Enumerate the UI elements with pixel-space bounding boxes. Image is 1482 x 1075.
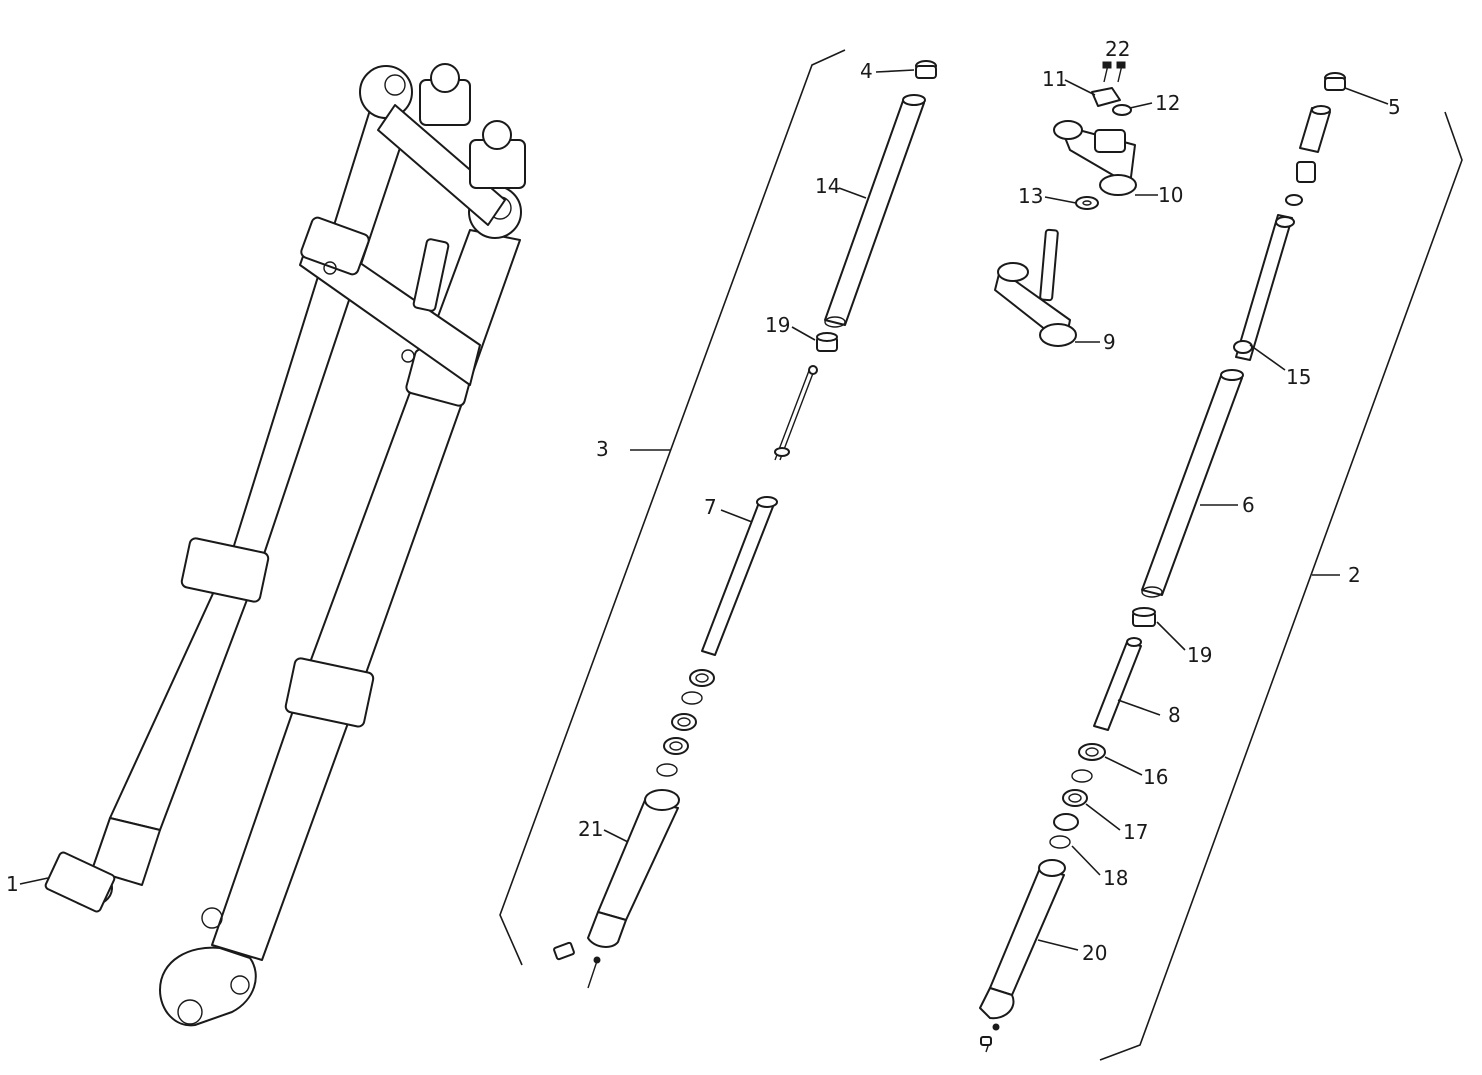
callout-14: 14 [815, 174, 840, 198]
clamp-11 [1091, 87, 1121, 107]
callout-8: 8 [1168, 703, 1181, 727]
lower-clamp-9 [994, 228, 1077, 347]
upper-clamp-10 [1053, 120, 1137, 196]
assembled-fork [44, 63, 526, 1027]
callout-3: 3 [596, 437, 609, 461]
callout-11: 11 [1042, 67, 1067, 91]
spring-15 [1233, 214, 1295, 361]
callout-4: 4 [860, 59, 873, 83]
bushing-19-right [1132, 607, 1156, 627]
ring-18 [1053, 813, 1079, 831]
clip-ring [1071, 769, 1093, 783]
fork-cap-4 [915, 60, 937, 79]
callout-5: 5 [1388, 95, 1401, 119]
callout-10: 10 [1158, 183, 1183, 207]
seal-16 [1078, 743, 1106, 761]
assembled-triple-clamp [299, 63, 526, 386]
callout-12: 12 [1155, 91, 1180, 115]
cartridge-7 [701, 365, 818, 656]
callout-9: 9 [1103, 330, 1116, 354]
callout-labels: 1 2 3 4 5 6 7 8 9 10 11 12 13 14 15 16 1… [6, 37, 1401, 965]
leader-lines [19, 69, 1389, 951]
callout-21: 21 [578, 817, 603, 841]
callout-16: 16 [1143, 765, 1168, 789]
bushing-19-left [816, 332, 838, 352]
callout-19-left: 19 [765, 313, 790, 337]
damper-rod-8 [1093, 637, 1142, 731]
washer-13 [1075, 196, 1099, 210]
callout-1: 1 [6, 872, 19, 896]
dust-seal-17 [1062, 789, 1088, 807]
nut-12 [1112, 104, 1132, 116]
callout-13: 13 [1018, 184, 1043, 208]
callout-2: 2 [1348, 563, 1361, 587]
outer-tube-20 [979, 859, 1066, 1053]
outer-tube-21 [553, 789, 680, 989]
callout-6: 6 [1242, 493, 1255, 517]
callout-18: 18 [1103, 866, 1128, 890]
fork-cap-5 [1324, 72, 1346, 91]
assembled-left-leg [44, 65, 413, 913]
bolts-22 [1102, 61, 1126, 83]
ring-18b [1049, 835, 1071, 849]
callout-19-right: 19 [1187, 643, 1212, 667]
callout-20: 20 [1082, 941, 1107, 965]
spacer-tube [1285, 105, 1331, 206]
inner-tube-6 [1141, 369, 1244, 598]
exploded-left-leg [499, 49, 937, 989]
exploded-right-leg [979, 72, 1463, 1061]
exploded-clamps [994, 61, 1137, 347]
bracket-3 [499, 49, 846, 966]
callout-7: 7 [704, 495, 717, 519]
callout-22: 22 [1105, 37, 1130, 61]
inner-tube-14 [824, 94, 926, 328]
bracket-2 [1099, 111, 1463, 1061]
callout-15: 15 [1286, 365, 1311, 389]
callout-17: 17 [1123, 820, 1148, 844]
left-seal-stack [656, 669, 715, 777]
